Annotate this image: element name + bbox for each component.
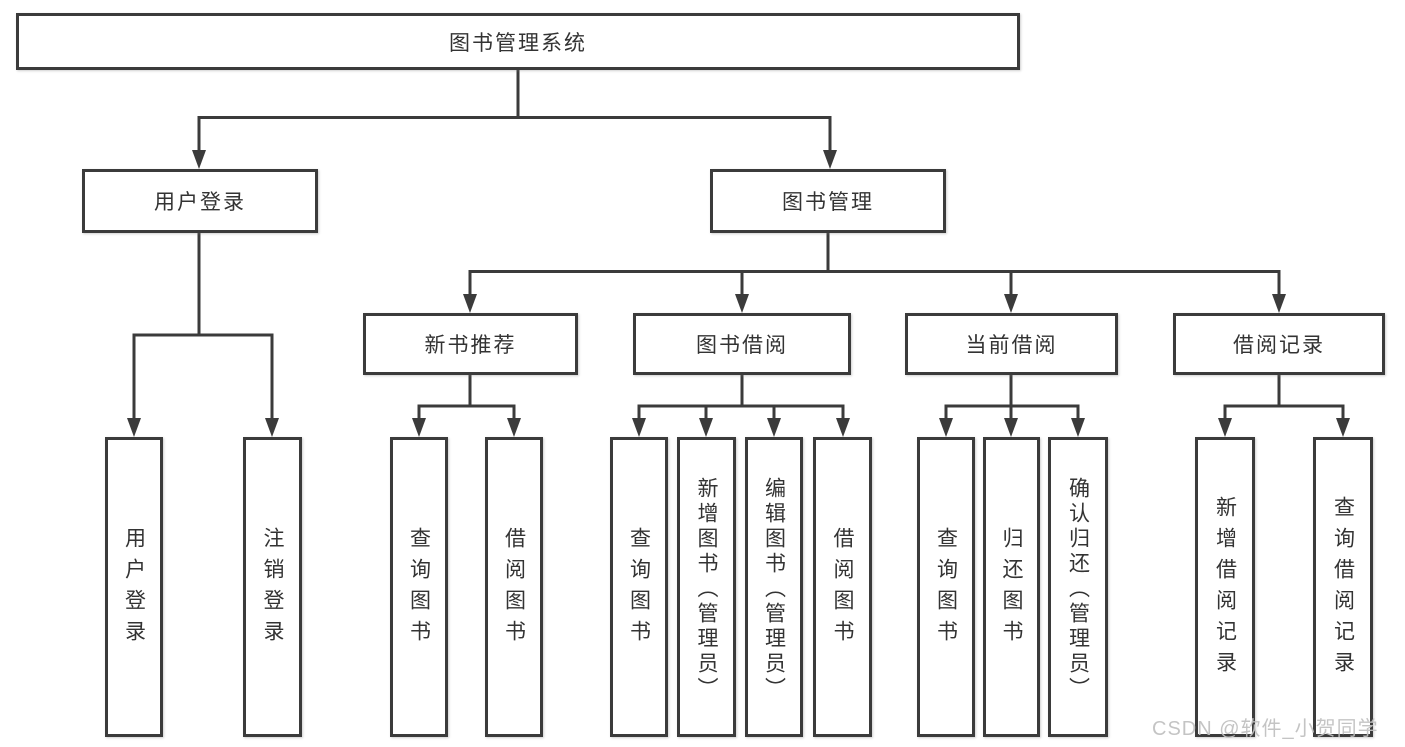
node-book-management-branch: 图书管理 <box>710 169 946 233</box>
leaf-query-books-current: 查询图书 <box>917 437 975 737</box>
connector-records-to-leaves <box>1218 374 1350 437</box>
node-current-borrowing: 当前借阅 <box>905 313 1118 375</box>
connector-borrowing-to-leaves <box>632 374 850 437</box>
leaf-add-books-admin: 新增图书（管理员） <box>677 437 736 737</box>
node-borrowing-records: 借阅记录 <box>1173 313 1385 375</box>
node-new-book-recommend: 新书推荐 <box>363 313 578 375</box>
node-user-login-branch: 用户登录 <box>82 169 318 233</box>
leaf-query-books-borrowing: 查询图书 <box>610 437 668 737</box>
leaf-edit-books-admin: 编辑图书（管理员） <box>745 437 803 737</box>
connector-user-login-to-leaves <box>127 231 279 437</box>
leaf-return-books: 归还图书 <box>983 437 1040 737</box>
node-book-borrowing: 图书借阅 <box>633 313 851 375</box>
connector-recommend-to-leaves <box>412 374 521 437</box>
leaf-add-borrow-record: 新增借阅记录 <box>1195 437 1255 737</box>
node-library-management-system: 图书管理系统 <box>16 13 1020 70</box>
leaf-logout-login: 注销登录 <box>243 437 302 737</box>
watermark-text: CSDN @软件_小贺同学 <box>1152 718 1379 740</box>
leaf-confirm-return-admin: 确认归还（管理员） <box>1048 437 1108 737</box>
leaf-query-borrow-record: 查询借阅记录 <box>1313 437 1373 737</box>
connector-book-mgmt-to-modules <box>463 231 1286 313</box>
leaf-user-login: 用户登录 <box>105 437 163 737</box>
connector-root-to-branches <box>192 69 837 169</box>
connector-current-to-leaves <box>939 374 1085 437</box>
leaf-borrow-books-recommend: 借阅图书 <box>485 437 543 737</box>
leaf-borrow-books-borrowing: 借阅图书 <box>813 437 872 737</box>
leaf-query-books-recommend: 查询图书 <box>390 437 448 737</box>
